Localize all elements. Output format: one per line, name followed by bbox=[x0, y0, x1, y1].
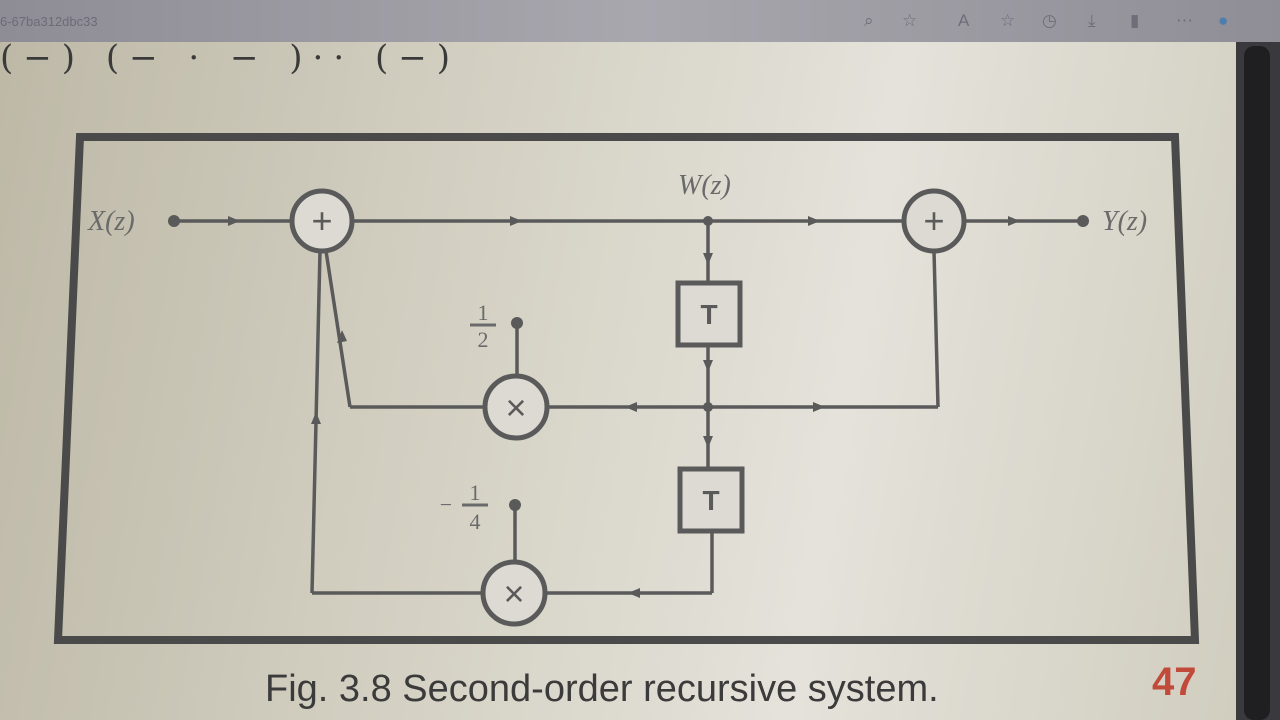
coef2-fraction: − 1 4 bbox=[440, 480, 488, 534]
arrowheads bbox=[228, 216, 1020, 598]
delay-block-2 bbox=[677, 466, 745, 534]
coef1-fraction: 1 2 bbox=[470, 300, 496, 352]
delay-block-1 bbox=[675, 280, 743, 348]
figure-caption: Fig. 3.8 Second-order recursive system. bbox=[265, 668, 939, 710]
read-aloud-icon[interactable]: A bbox=[958, 11, 970, 30]
browser-toolbar: 6-67ba312dbc33 ⌕ ☆ A ☆ ◷ ⤓ ▮ ⋯ ● bbox=[0, 0, 1280, 42]
multiplier-2-symbol: × bbox=[503, 573, 524, 614]
more-icon[interactable]: ⋯ bbox=[1176, 11, 1193, 30]
adder-1-symbol: + bbox=[311, 200, 332, 241]
profile-icon[interactable]: ● bbox=[1218, 11, 1229, 30]
history-icon[interactable]: ◷ bbox=[1042, 11, 1057, 30]
favorite-star-icon[interactable]: ☆ bbox=[902, 11, 918, 30]
branch-node bbox=[703, 402, 713, 412]
page-number: 47 bbox=[1152, 660, 1197, 704]
adder-2 bbox=[901, 188, 967, 254]
svg-text:−: − bbox=[440, 492, 452, 517]
extensions-icon[interactable]: ▮ bbox=[1130, 11, 1140, 30]
output-label: Y(z) bbox=[1102, 206, 1147, 237]
input-label: X(z) bbox=[87, 206, 135, 237]
adder-1 bbox=[289, 188, 355, 254]
diagram-frame bbox=[53, 133, 1200, 644]
add-favorite-icon[interactable]: ☆ bbox=[1000, 11, 1016, 30]
output-node bbox=[1077, 215, 1089, 227]
multiplier-1-symbol: × bbox=[505, 387, 526, 428]
w-label: W(z) bbox=[678, 170, 731, 201]
multiplier-1 bbox=[482, 373, 550, 441]
svg-text:1: 1 bbox=[478, 300, 489, 325]
svg-text:1: 1 bbox=[470, 480, 481, 505]
page-top-equation: (−) (− · − )·· (−) bbox=[0, 38, 461, 78]
delay-1-label: T bbox=[700, 299, 717, 330]
coef1-node bbox=[511, 317, 523, 329]
adder-2-symbol: + bbox=[923, 200, 944, 241]
svg-text:4: 4 bbox=[470, 509, 481, 534]
scrollbar-thumb[interactable] bbox=[1244, 46, 1270, 720]
coef2-node bbox=[509, 499, 521, 511]
zoom-icon[interactable]: ⌕ bbox=[864, 11, 874, 30]
input-node bbox=[168, 215, 180, 227]
downloads-icon[interactable]: ⤓ bbox=[1088, 11, 1096, 30]
svg-text:2: 2 bbox=[478, 327, 489, 352]
address-bar[interactable]: 6-67ba312dbc33 bbox=[0, 14, 98, 29]
w-node bbox=[703, 216, 713, 226]
multiplier-2 bbox=[480, 559, 548, 627]
delay-2-label: T bbox=[702, 485, 719, 516]
